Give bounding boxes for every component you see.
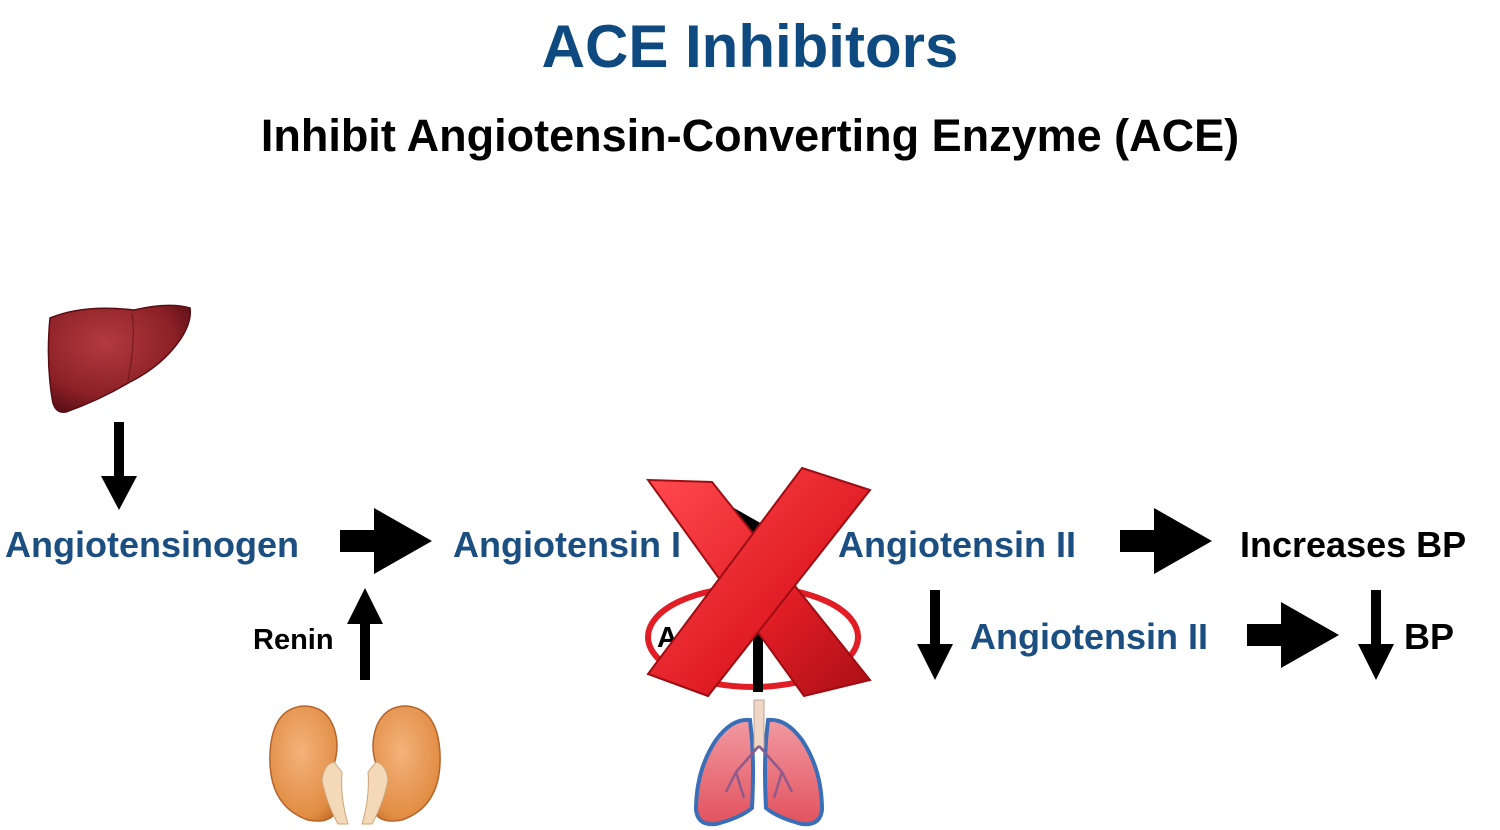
renin-label: Renin (253, 624, 334, 656)
decrease-bp-arrow (1358, 590, 1394, 680)
angiotensin-2-label: Angiotensin II (838, 524, 1076, 565)
increases-bp-label: Increases BP (1240, 524, 1467, 565)
arrow-angiotensin-2-to-bp (1120, 508, 1212, 574)
kidneys-image (269, 705, 441, 825)
decreased-bp-label: BP (1404, 616, 1455, 657)
liver-image (47, 304, 192, 413)
inhibition-x-icon (645, 466, 872, 698)
liver-down-arrow (101, 422, 137, 510)
angiotensin-1-label: Angiotensin I (453, 524, 681, 565)
decrease-angiotensin-2-arrow (917, 590, 953, 680)
decreased-angiotensin-2-label: Angiotensin II (970, 616, 1208, 657)
page-subtitle: Inhibit Angiotensin-Converting Enzyme (A… (260, 110, 1240, 161)
renin-up-arrow (347, 588, 383, 680)
arrow-to-decreased-bp (1247, 602, 1339, 668)
arrow-angiotensinogen-to-angiotensin-1 (340, 508, 432, 574)
angiotensinogen-label: Angiotensinogen (5, 524, 299, 565)
lungs-image (693, 699, 825, 827)
page-title: ACE Inhibitors (541, 13, 959, 80)
